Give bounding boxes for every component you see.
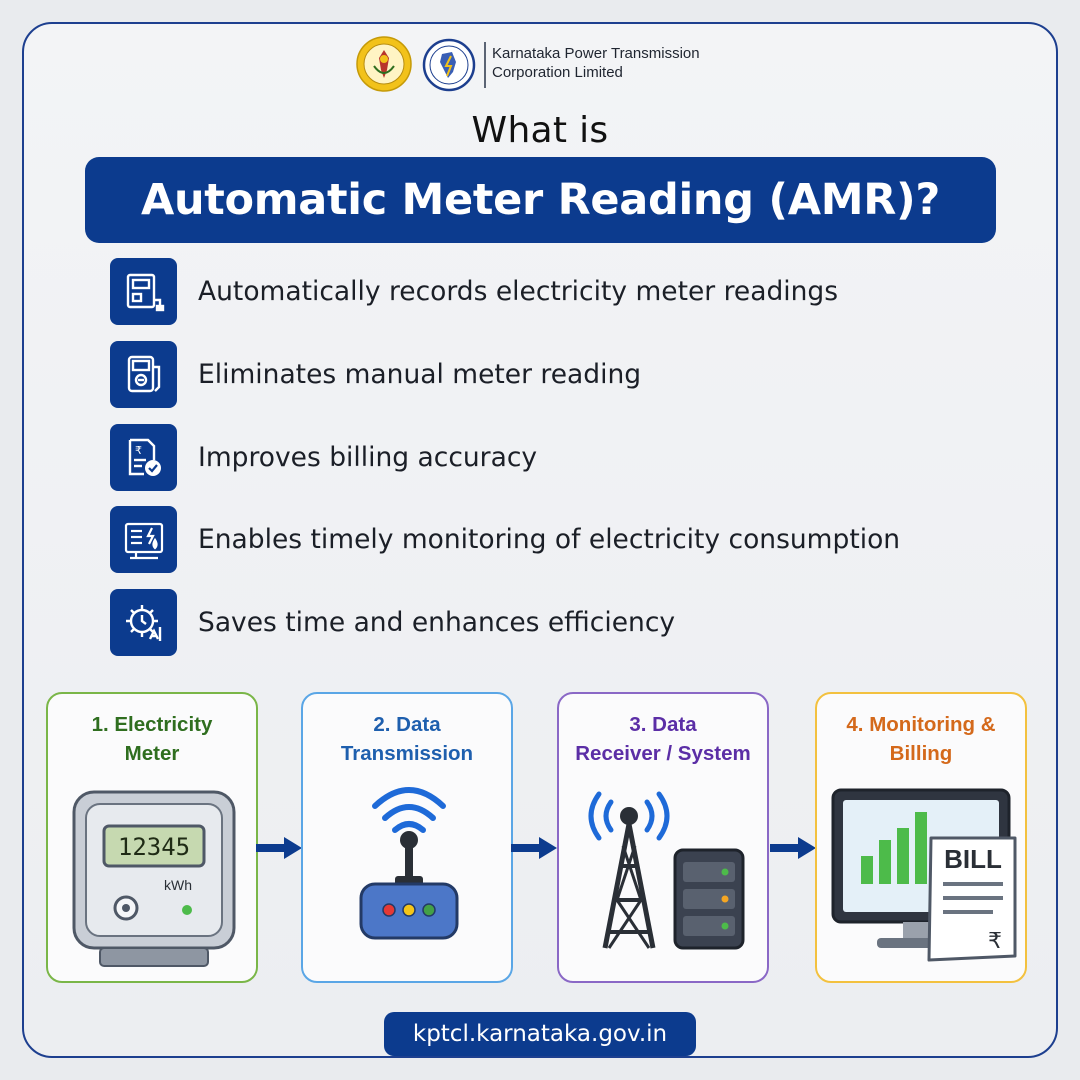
monitoring-panel-icon <box>110 506 177 573</box>
feature-item: Saves time and enhances efficiency <box>110 589 1010 656</box>
step-title-line-1: 3. Data <box>629 713 697 736</box>
tower-server-icon <box>588 791 745 950</box>
feature-text: Saves time and enhances efficiency <box>198 607 676 638</box>
feature-item: ₹ Improves billing accuracy <box>110 424 1010 491</box>
feature-text: Eliminates manual meter reading <box>198 359 642 390</box>
feature-item: Automatically records electricity meter … <box>110 258 1010 325</box>
header: Karnataka Power Transmission Corporation… <box>0 36 1080 94</box>
feature-item: Eliminates manual meter reading <box>110 341 1010 408</box>
step-data-receiver: 3. Data Receiver / System <box>557 692 769 983</box>
step-electricity-meter: 1. Electricity Meter 12345 kWh <box>46 692 258 983</box>
step-title-line-2: Billing <box>889 742 953 765</box>
org-name-line-1: Karnataka Power Transmission <box>492 45 700 62</box>
bill-label: BILL <box>944 844 1002 874</box>
step-title-line-1: 4. Monitoring & <box>846 713 996 736</box>
organization-name: Karnataka Power Transmission Corporation… <box>492 44 752 82</box>
feature-item: Enables timely monitoring of electricity… <box>110 506 1010 573</box>
step-title-line-2: Meter <box>124 742 180 765</box>
flow-arrow <box>770 837 816 859</box>
pre-title: What is <box>471 110 609 151</box>
step-title-line-2: Transmission <box>340 742 474 765</box>
feature-text: Enables timely monitoring of electricity… <box>198 524 901 555</box>
step-monitoring-billing: 4. Monitoring & Billing BILL ₹ <box>815 692 1027 983</box>
website-link[interactable]: kptcl.karnataka.gov.in <box>412 1021 668 1047</box>
svg-text:₹: ₹ <box>135 444 142 457</box>
website-badge[interactable]: kptcl.karnataka.gov.in <box>384 1012 696 1056</box>
page-title: Automatic Meter Reading (AMR)? <box>140 175 940 225</box>
step-title-line-2: Receiver / System <box>575 742 751 765</box>
meter-unit: kWh <box>164 877 192 893</box>
kptcl-logo-icon <box>422 38 476 92</box>
karnataka-emblem-icon <box>356 36 412 92</box>
monitor-bill-icon: BILL ₹ <box>831 788 1017 962</box>
step-title: 2. Data Transmission <box>303 710 511 768</box>
step-title-line-1: 2. Data <box>373 713 441 736</box>
currency-symbol: ₹ <box>988 929 1002 954</box>
step-title: 3. Data Receiver / System <box>559 710 767 768</box>
step-title: 4. Monitoring & Billing <box>817 710 1025 768</box>
feature-text: Automatically records electricity meter … <box>198 276 839 307</box>
gear-clock-icon <box>110 589 177 656</box>
feature-text: Improves billing accuracy <box>198 442 538 473</box>
meter-device-icon <box>110 258 177 325</box>
meter-reading: 12345 <box>118 833 190 861</box>
step-title-line-1: 1. Electricity <box>91 713 213 736</box>
step-title: 1. Electricity Meter <box>48 710 256 768</box>
header-divider <box>484 42 486 88</box>
amr-process-flow: 1. Electricity Meter 12345 kWh 2. Data T… <box>0 692 1080 984</box>
title-banner: Automatic Meter Reading (AMR)? <box>85 157 996 243</box>
org-name-line-2: Corporation Limited <box>492 64 623 81</box>
step-data-transmission: 2. Data Transmission <box>301 692 513 983</box>
flow-arrow <box>256 837 302 859</box>
flow-arrow <box>511 837 557 859</box>
manual-meter-icon <box>110 341 177 408</box>
electricity-meter-icon: 12345 kWh <box>72 790 236 967</box>
wireless-transmitter-icon <box>359 787 459 940</box>
bill-check-icon: ₹ <box>110 424 177 491</box>
